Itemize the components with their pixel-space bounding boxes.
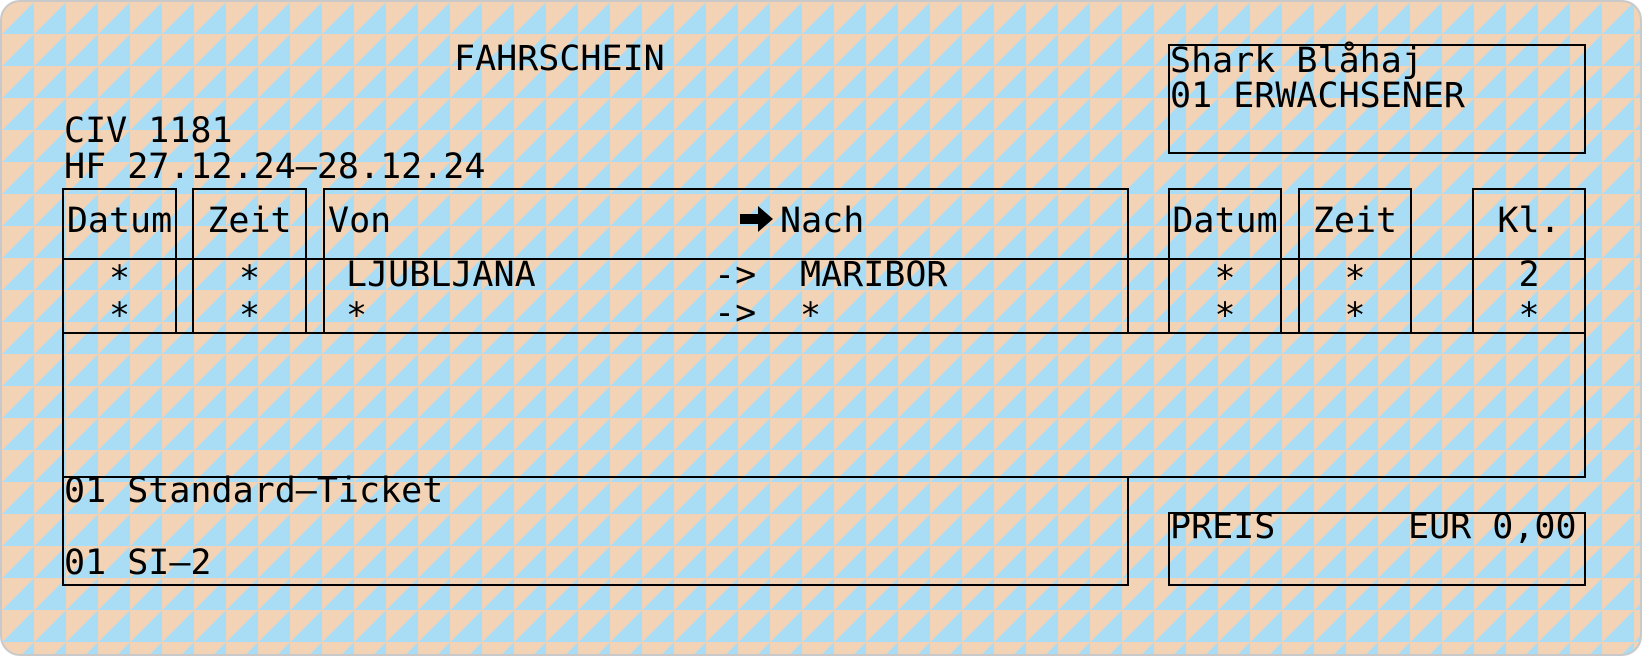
row1-from: LJUBLJANA	[346, 255, 536, 295]
row2-arrow: ->	[714, 293, 757, 333]
price-label: PREIS	[1170, 507, 1276, 547]
header-date-in: Datum	[1172, 201, 1278, 241]
right-arrow-icon	[740, 205, 774, 238]
row1-arrow: ->	[714, 255, 757, 295]
ticket-code: CIV 1181	[64, 111, 233, 151]
passenger-type: 01 ERWACHSENER	[1170, 76, 1466, 116]
row2-time-in: *	[1344, 296, 1366, 336]
header-date-out: Datum	[66, 201, 173, 241]
header-from: Von	[328, 201, 392, 241]
info-box	[62, 332, 1586, 478]
row2-to: *	[800, 296, 822, 336]
row1-date-out: *	[108, 259, 131, 299]
row1-class: 2	[1518, 255, 1540, 295]
header-class: Kl.	[1497, 201, 1561, 241]
product-box	[62, 476, 1129, 586]
row1-time-out: *	[238, 259, 261, 299]
price-box	[1168, 512, 1586, 586]
passenger-box	[1168, 44, 1586, 154]
price-value: EUR 0,00	[1408, 507, 1577, 547]
header-time-out: Zeit	[207, 201, 292, 241]
header-divider	[62, 258, 1586, 260]
row1-date-in: *	[1214, 259, 1236, 299]
row1-to: MARIBOR	[800, 255, 948, 295]
passenger-name: Shark Blåhaj	[1170, 41, 1423, 81]
row2-from: *	[346, 296, 368, 336]
product-name: 01 Standard–Ticket	[64, 471, 444, 511]
row2-class: *	[1518, 296, 1540, 336]
row2-time-out: *	[238, 296, 261, 336]
header-to: Nach	[780, 201, 865, 241]
ticket-title: FAHRSCHEIN	[454, 39, 665, 79]
validity-period: HF 27.12.24–28.12.24	[64, 147, 486, 187]
product-zone: 01 SI–2	[64, 543, 212, 583]
row1-time-in: *	[1344, 259, 1366, 299]
row2-date-out: *	[108, 296, 131, 336]
header-time-in: Zeit	[1312, 201, 1398, 241]
row2-date-in: *	[1214, 296, 1236, 336]
